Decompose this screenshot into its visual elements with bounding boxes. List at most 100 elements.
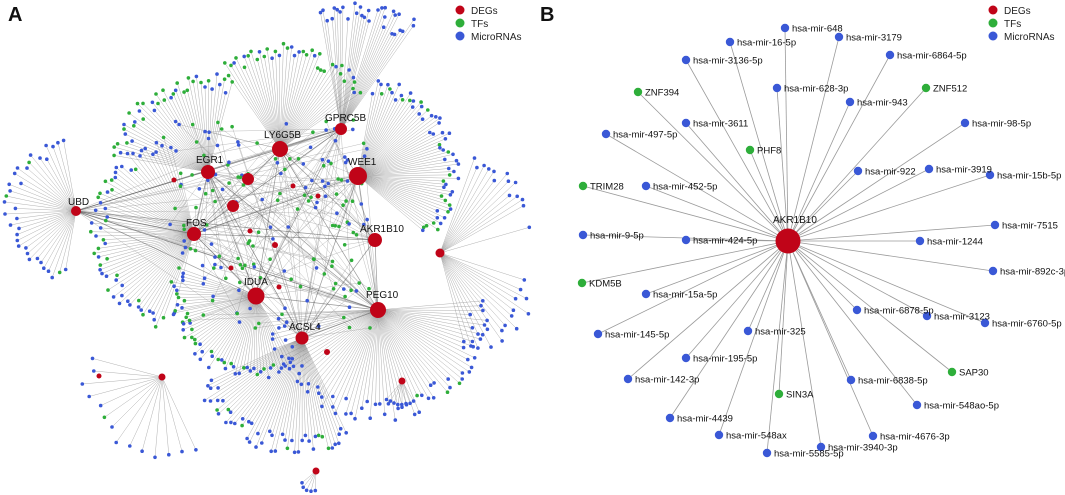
panel-a-edge	[357, 175, 459, 179]
panel-a-tf-node	[178, 184, 183, 188]
panel-a-mirna-node	[391, 9, 396, 14]
panel-a-edge	[203, 128, 342, 156]
panel-b-edge	[787, 101, 851, 242]
panel-a-mirna-node	[442, 185, 446, 189]
panel-a-edge	[248, 337, 303, 422]
panel-a-deg-node	[158, 373, 166, 381]
panel-a-mirna-node	[325, 18, 330, 23]
panel-a-edge	[357, 88, 391, 177]
panel-a-tf-node	[109, 178, 114, 182]
panel-a-edge	[100, 202, 195, 235]
panel-b-mirna-label: hsa-mir-3940-3p	[828, 443, 898, 454]
panel-a-edge	[257, 337, 303, 434]
panel-a-edge	[439, 195, 510, 254]
panel-a-mirna-node	[323, 184, 327, 189]
hub-label-egr1: EGR1	[196, 155, 224, 166]
panel-a-edge	[377, 309, 483, 335]
panel-a-tf-node	[295, 207, 300, 211]
panel-a-edge	[171, 281, 257, 297]
panel-a-tf-node	[306, 199, 311, 203]
panel-a-edge	[207, 92, 226, 173]
panel-a-edge	[243, 295, 257, 368]
panel-a-mirna-node	[256, 431, 260, 436]
panel-a-mirna-node	[362, 15, 367, 20]
panel-a-mirna-node	[476, 332, 480, 336]
panel-a-mirna-node	[492, 178, 497, 183]
panel-a-edge	[193, 156, 345, 235]
panel-a-edge	[182, 276, 257, 297]
panel-a-mirna-node	[268, 429, 272, 434]
panel-a-tf-node	[229, 63, 233, 68]
panel-a-mirna-node	[297, 371, 302, 376]
panel-a-mirna-node	[236, 143, 241, 147]
panel-a-edge	[357, 175, 441, 224]
panel-a-mirna-node	[320, 179, 325, 183]
panel-a-mirna-node	[113, 175, 118, 180]
panel-a-edge	[218, 337, 303, 414]
panel-b-mirna-label: hsa-mir-943	[857, 98, 908, 109]
panel-a-edge	[357, 175, 434, 224]
panel-a-tf-node	[358, 90, 363, 95]
panel-a-tf-node	[415, 393, 419, 398]
panel-a-edge	[249, 337, 303, 443]
panel-a-mirna-node	[300, 364, 304, 368]
panel-a-edge	[377, 309, 460, 384]
panel-a-deg-nodes	[71, 123, 445, 475]
panel-a-mirna-node	[272, 347, 277, 351]
panel-b-edge	[787, 240, 994, 272]
panel-a-mirna-node	[475, 165, 479, 170]
panel-a-mirna-node	[420, 393, 424, 398]
panel-a-edge	[125, 133, 209, 173]
panel-a-edge	[243, 56, 281, 150]
panel-a-mirna-node	[270, 337, 275, 341]
panel-a-edge	[138, 233, 195, 301]
panel-a-edge	[120, 152, 209, 173]
panel-a-edge	[199, 295, 257, 345]
panel-a-edge	[393, 380, 403, 404]
panel-a-mirna-node	[231, 365, 236, 369]
panel-a-edge	[75, 143, 364, 212]
panel-a-mirna-node	[154, 140, 159, 145]
panel-a-tf-node	[242, 366, 246, 370]
panel-a-mirna-node	[283, 438, 287, 442]
panel-a-edge	[27, 210, 77, 254]
panel-a-edge	[377, 309, 403, 405]
panel-a-edge	[318, 309, 379, 394]
panel-a-tf-node	[457, 381, 462, 386]
panel-a-tf-node	[229, 361, 233, 366]
panel-a-edge	[357, 175, 442, 197]
panel-b-edges	[581, 27, 996, 454]
panel-a-edge	[401, 380, 414, 402]
panel-a-mirna-node	[114, 278, 118, 282]
panel-a-mirna-node	[139, 148, 144, 153]
panel-a-edge	[192, 124, 257, 297]
panel-a-edge	[301, 337, 310, 442]
panel-a-edge	[98, 197, 195, 235]
panel-a-tf-node	[141, 101, 145, 106]
panel-a-edge	[20, 183, 77, 212]
panel-a-edge	[279, 65, 343, 150]
panel-a-mirna-node	[295, 379, 300, 384]
panel-a-mirna-node	[237, 371, 241, 376]
panel-a-mirna-node	[522, 278, 527, 282]
panel-a-edge	[16, 210, 77, 219]
panel-a-edge	[279, 43, 284, 150]
panel-a-mirna-node	[365, 147, 369, 151]
panel-a-mirna-node	[125, 151, 130, 156]
panel-a-mirna-node	[396, 406, 400, 411]
panel-a-edge	[357, 175, 424, 228]
panel-a-edge	[271, 337, 303, 436]
panel-a-mirna-node	[15, 216, 19, 221]
panel-a-edge	[75, 210, 257, 297]
panel-b-mirna-label: hsa-mir-7515	[1002, 221, 1058, 232]
panel-a-mirna-node	[438, 146, 442, 150]
panel-a-mirna-node	[215, 72, 219, 76]
legend-b-mirna-label: MicroRNAs	[1004, 32, 1055, 43]
panel-a-mirna-node	[487, 167, 491, 171]
panel-a-mirna-node	[367, 19, 371, 23]
panel-a-mirna-node	[306, 382, 311, 386]
panel-a-mirna-node	[194, 448, 198, 452]
panel-b-mirna-node	[714, 430, 724, 440]
panel-a-edge	[439, 252, 479, 335]
panel-a-edge	[213, 239, 376, 297]
